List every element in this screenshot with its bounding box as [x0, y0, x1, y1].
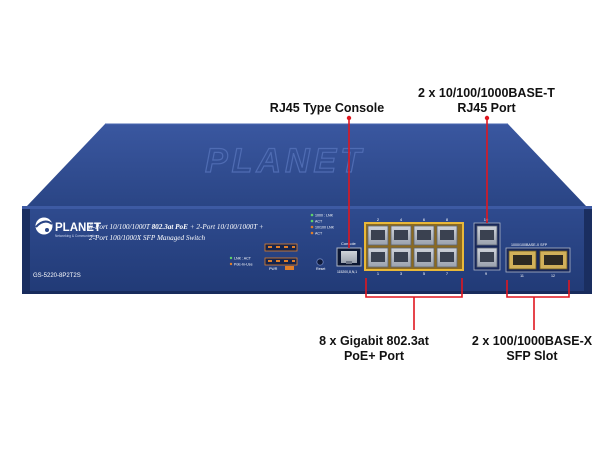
product-description-line1: 8-Port 10/100/1000T 802.3at PoE + 2-Port… — [89, 223, 264, 231]
led-legend: 1000 : LNK ACT 10/100 LNK ACT — [310, 214, 335, 236]
port-number-bottom-3: 5 — [423, 271, 426, 276]
poe-callout-line1: 8 x Gigabit 802.3at — [319, 334, 429, 348]
lid-brand-emboss: PLANET — [205, 142, 365, 180]
port-number-top-2: 4 — [400, 217, 403, 222]
model-number: GS-5220-8P2T2S — [33, 273, 81, 279]
pwr-led: PWR — [269, 266, 294, 271]
desc-poe-highlight: 802.3at PoE — [152, 223, 189, 231]
led-legend-4: ACT — [315, 232, 323, 236]
rj45-uplink-callout-line2: RJ45 Port — [457, 101, 516, 115]
pwr-label: PWR — [269, 267, 278, 271]
port-number-bottom-2: 3 — [400, 271, 403, 276]
brand-text: PLANET — [55, 222, 101, 234]
sfp-number-11: 11 — [520, 274, 524, 278]
port-number-top-3: 6 — [423, 217, 426, 222]
sfp-header: 1000/100BASE-X SFP — [511, 243, 548, 247]
port-number-bottom-1: 1 — [377, 271, 380, 276]
sfp-slot-11[interactable] — [508, 250, 537, 270]
sfp-slot-12[interactable] — [539, 250, 568, 270]
poe-legend-1: LNK : ACT — [234, 257, 252, 261]
led-legend-1: 1000 : LNK — [315, 214, 334, 218]
poe-callout: 8 x Gigabit 802.3at PoE+ Port — [306, 334, 442, 364]
led-legend-2: ACT — [315, 220, 323, 224]
led-row-top — [264, 243, 298, 252]
brand-tagline: Networking & Communication — [55, 234, 97, 238]
led-legend-3: 10/100 LNK — [315, 226, 335, 230]
left-bezel-strip — [22, 209, 30, 291]
port-number-bottom-4: 7 — [446, 271, 449, 276]
callout-lines — [346, 115, 570, 330]
reset-button[interactable] — [316, 258, 324, 266]
sfp-callout-line1: 2 x 100/1000BASE-X — [471, 334, 593, 348]
rj45-uplink-callout: 2 x 10/100/1000BASE-T RJ45 Port — [404, 86, 569, 116]
led-row-bottom — [264, 257, 298, 266]
poe-ports — [367, 225, 458, 268]
sfp-callout: 2 x 100/1000BASE-X SFP Slot — [458, 334, 606, 364]
desc-line1-start: 8-Port 10/100/1000T — [89, 223, 152, 231]
sfp-number-12: 12 — [551, 274, 555, 278]
product-description-line2: 2-Port 100/1000X SFP Managed Switch — [89, 234, 205, 242]
reset-label: Reset — [316, 267, 325, 271]
console-port[interactable] — [336, 247, 362, 267]
chassis-top — [27, 124, 586, 206]
port-number-top-4: 8 — [446, 217, 449, 222]
console-sub-label: 115200,8,N,1 — [337, 270, 357, 274]
console-callout: RJ45 Type Console — [264, 101, 390, 116]
poe-legend-2: PoE-In-Use — [234, 263, 253, 267]
sfp-callout-line2: SFP Slot — [506, 349, 558, 363]
rj45-uplink-callout-line1: 2 x 10/100/1000BASE-T — [418, 86, 555, 100]
planet-logo — [35, 217, 53, 235]
poe-legend: LNK : ACT PoE-In-Use — [229, 257, 253, 267]
port-number-top-1: 2 — [377, 217, 380, 222]
desc-line1-end: + 2-Port 10/100/1000T + — [188, 223, 264, 231]
right-bezel-strip — [584, 209, 592, 291]
poe-callout-line2: PoE+ Port — [343, 349, 405, 363]
console-callout-label: RJ45 Type Console — [269, 101, 385, 115]
port-number-bottom-5: 9 — [485, 271, 488, 276]
